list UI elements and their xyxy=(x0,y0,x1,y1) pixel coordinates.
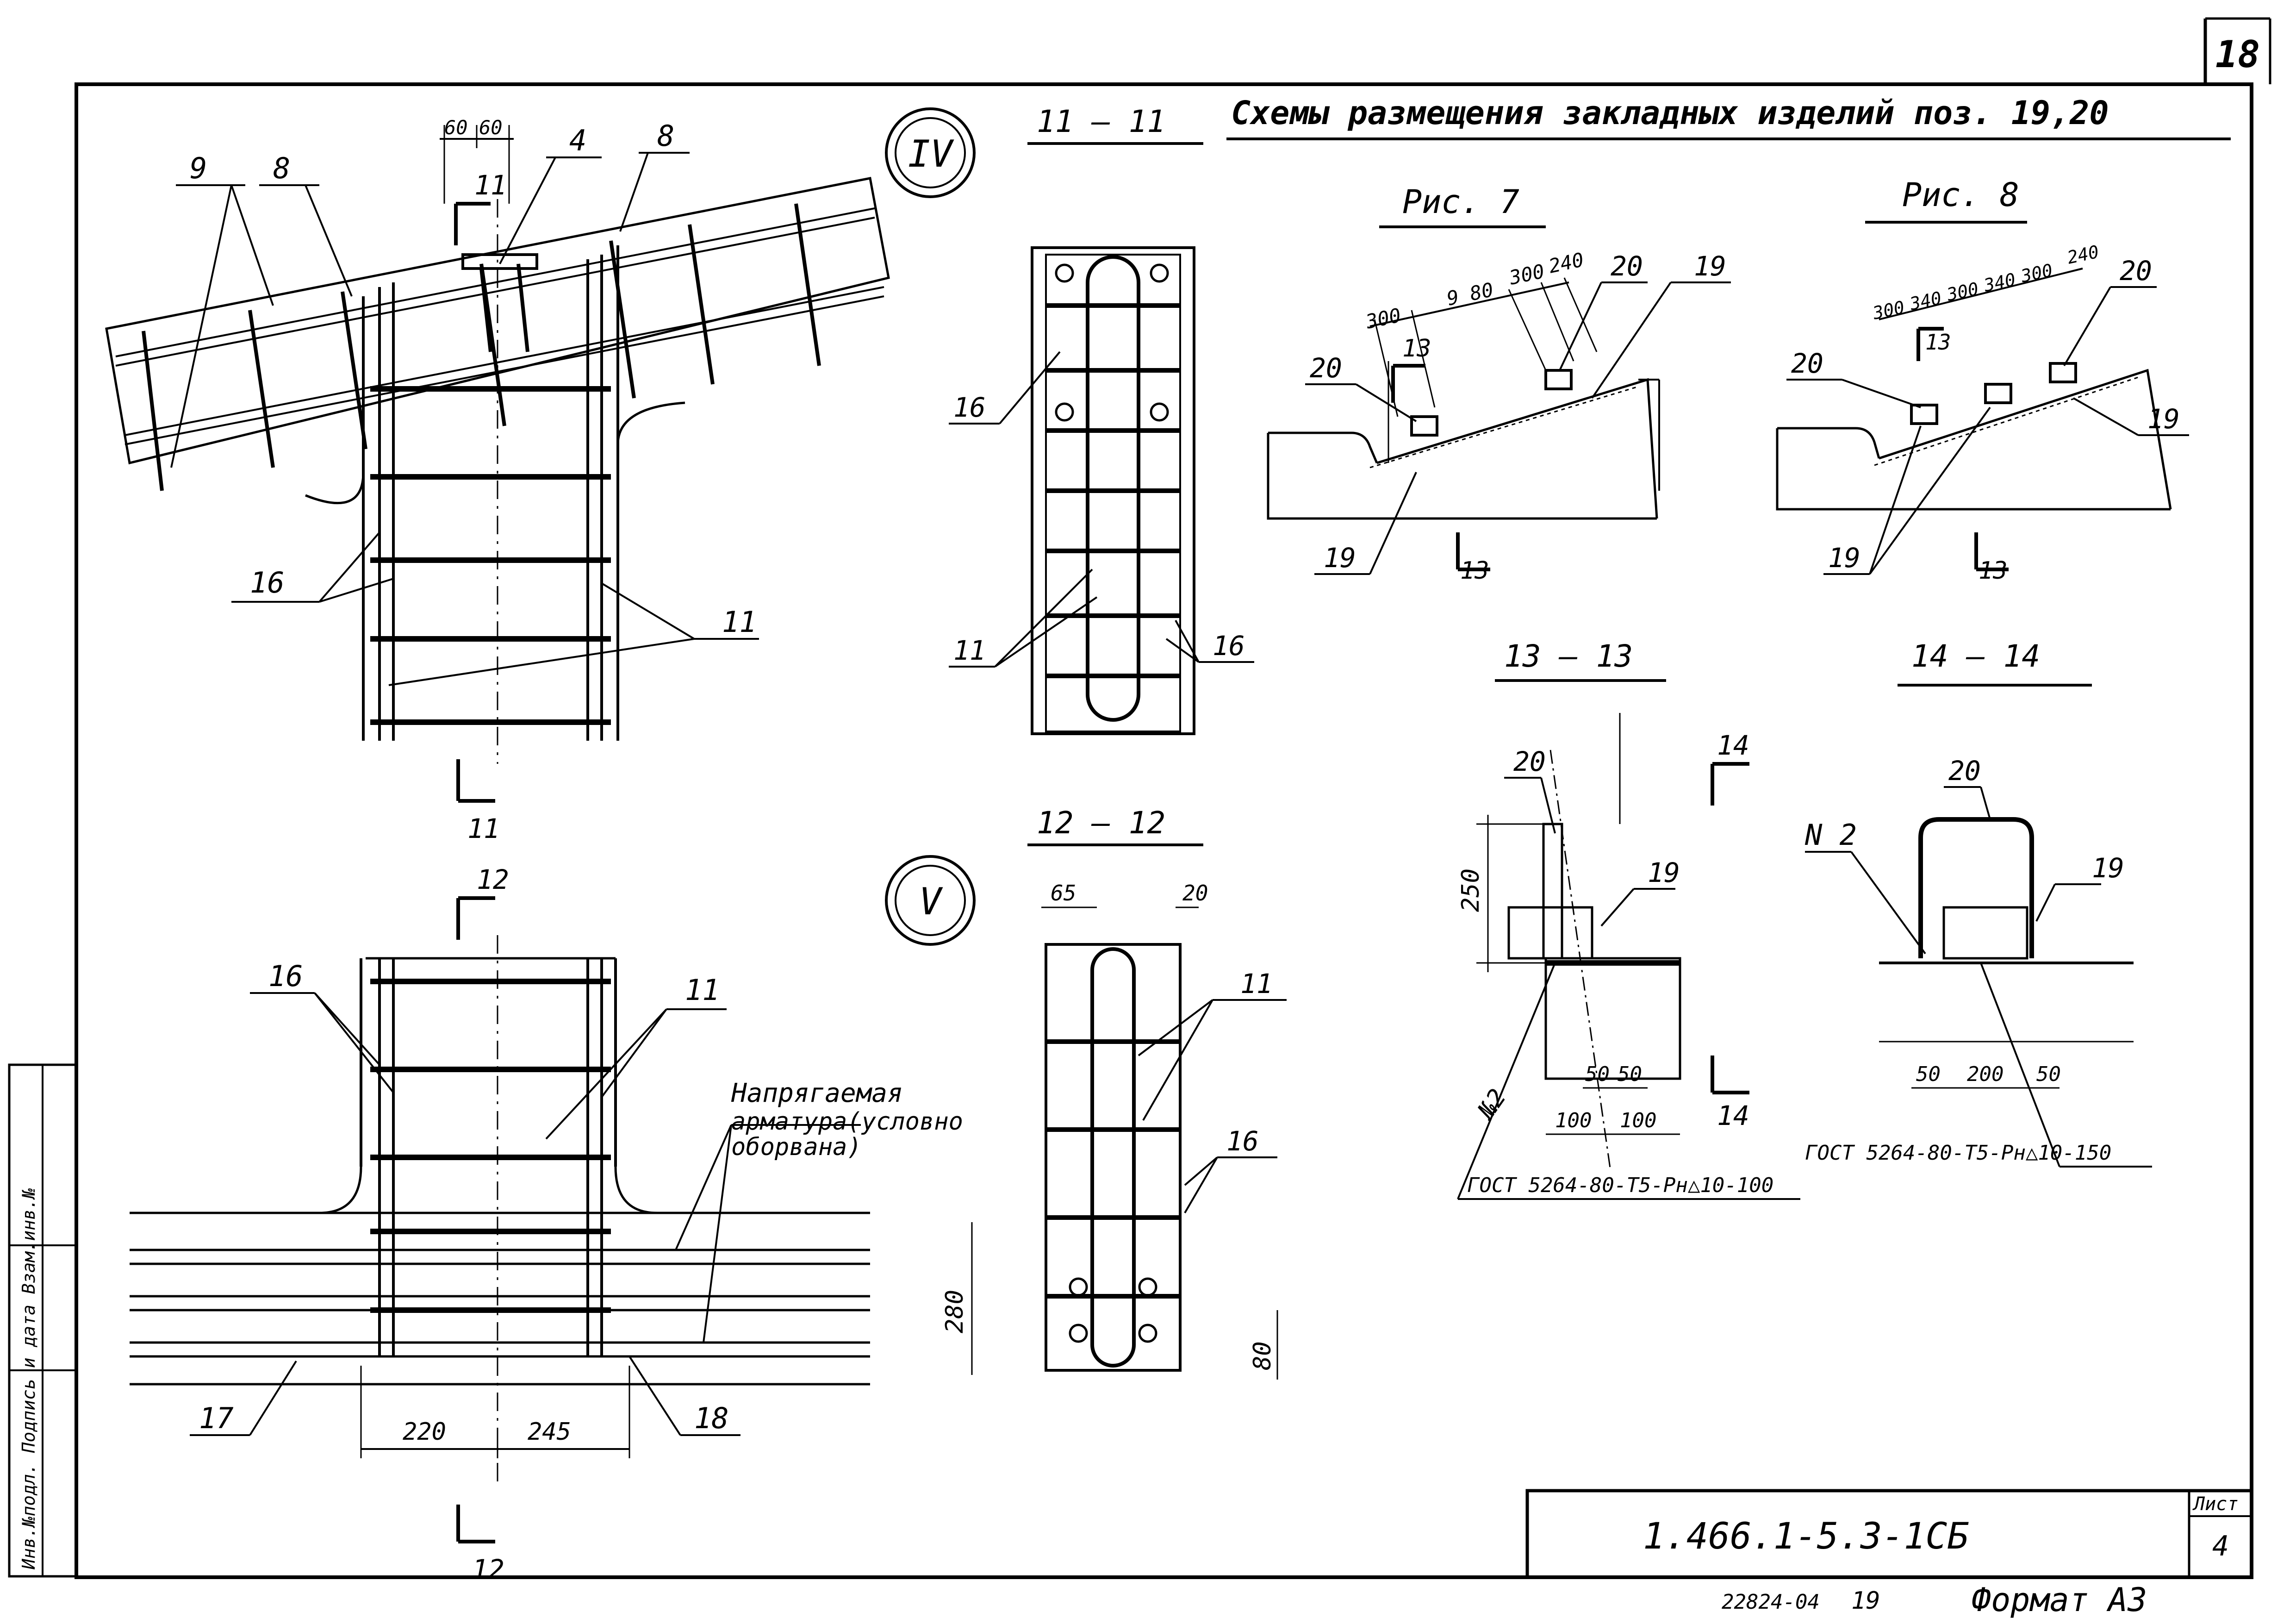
label-8-left: 8 xyxy=(273,151,290,185)
sec13-label-19: 19 xyxy=(1648,857,1680,888)
node-v-drawing: 12 12 220 245 16 11 17 18 Напрягаемая ар… xyxy=(130,864,963,1585)
section-14-drawing: 14 — 14 50 200 50 20 19 N 2 ГОСТ 5264-80… xyxy=(1804,638,2152,1168)
f8-dim-340b: 340 xyxy=(1982,269,2017,296)
sec11-label-11: 11 xyxy=(953,635,986,666)
f8-label-19a: 19 xyxy=(2147,403,2180,435)
section-11-title: 11 — 11 xyxy=(1037,104,1165,139)
label-16-v: 16 xyxy=(268,959,303,993)
dim-60b: 60 xyxy=(479,116,503,139)
label-9: 9 xyxy=(190,151,207,185)
f7-dim-300a: 300 xyxy=(1363,304,1403,333)
dim-60a: 60 xyxy=(444,116,468,139)
f7-dim-240: 240 xyxy=(1547,248,1586,278)
fig7-drawing: Рис. 7 300 9 80 300 240 13 13 20 xyxy=(1267,183,1731,585)
inner-frame xyxy=(75,82,2253,1579)
section-14-title: 14 — 14 xyxy=(1911,638,2040,674)
f8-label-20a: 20 xyxy=(1791,348,1823,379)
section-13-drawing: 13 — 13 250 50 50 100 100 14 14 20 19 №2… xyxy=(1457,638,1800,1200)
section-11-drawing: 11 — 11 16 11 16 xyxy=(949,104,1254,735)
footer-number: 22824-04 xyxy=(1722,1590,1820,1614)
sheet-number: 18 xyxy=(2215,33,2260,76)
title-block: 1.466.1-5.3-1СБ Лист 4 xyxy=(1525,1489,2253,1579)
f8-dim-300a: 300 xyxy=(1871,297,1906,324)
dim-50d: 50 xyxy=(2036,1062,2061,1086)
sec14-label-19: 19 xyxy=(2092,852,2124,884)
dim-20: 20 xyxy=(1182,881,1208,906)
section-12-title: 12 — 12 xyxy=(1037,805,1165,841)
dim-50a: 50 xyxy=(1585,1062,1610,1086)
sec12-label-16: 16 xyxy=(1226,1125,1259,1157)
label-18: 18 xyxy=(694,1401,729,1435)
sec11-label-16a: 16 xyxy=(953,392,986,423)
weld-no2: №2 xyxy=(1471,1084,1512,1125)
section-12-drawing: 12 — 12 65 20 280 80 11 16 xyxy=(941,805,1287,1380)
footer-page: 19 xyxy=(1851,1587,1880,1615)
f7-label-20a: 20 xyxy=(1310,352,1342,384)
f7-label-19a: 19 xyxy=(1694,250,1726,282)
sec12-mark-bottom: 12 xyxy=(472,1554,504,1585)
sec11-mark-top: 11 xyxy=(474,169,507,201)
f7-sec13-bottom: 13 xyxy=(1460,557,1489,585)
dim-65: 65 xyxy=(1051,881,1076,906)
section-13-title: 13 — 13 xyxy=(1504,638,1633,674)
f7-label-19b: 19 xyxy=(1324,542,1356,574)
label-8-right: 8 xyxy=(657,119,674,153)
node-v-marker: V xyxy=(919,880,943,923)
sec12-label-11: 11 xyxy=(1240,968,1273,999)
sheet-value: 4 xyxy=(2212,1530,2229,1562)
prestressed-label-2: арматура(условно xyxy=(731,1108,963,1136)
f8-dim-340a: 340 xyxy=(1908,287,1943,314)
sec14-label-20: 20 xyxy=(1948,755,1981,787)
fig7-title: Рис. 7 xyxy=(1402,183,1519,221)
label-11-iv: 11 xyxy=(722,605,757,639)
sec13-label-20: 20 xyxy=(1513,746,1546,777)
sec12-mark-top: 12 xyxy=(477,864,509,895)
fig8-title: Рис. 8 xyxy=(1902,176,2019,214)
sheet-label: Лист xyxy=(2192,1493,2238,1515)
node-iv-drawing: 11 11 60 60 9 8 4 8 16 11 xyxy=(105,116,890,844)
prestressed-label-1: Напрягаемая xyxy=(731,1078,903,1108)
f8-sec13-bottom: 13 xyxy=(1979,557,2008,585)
f8-dim-300c: 300 xyxy=(2019,260,2054,287)
f8-label-20b: 20 xyxy=(2120,255,2152,287)
dim-250: 250 xyxy=(1457,868,1485,912)
dim-220: 220 xyxy=(403,1418,446,1446)
label-16-iv: 16 xyxy=(250,566,285,600)
dim-50b: 50 xyxy=(1618,1062,1642,1086)
label-4: 4 xyxy=(569,124,586,157)
fig8-drawing: Рис. 8 300 340 300 340 300 240 13 13 20 … xyxy=(1776,176,2189,585)
node-iv-marker: IV xyxy=(908,132,954,175)
dim-100b: 100 xyxy=(1620,1109,1656,1132)
drawing-code: 1.466.1-5.3-1СБ xyxy=(1643,1516,1969,1557)
sec14-mark-top: 14 xyxy=(1717,730,1749,761)
f8-dim-300b: 300 xyxy=(1945,278,1980,305)
dim-50c: 50 xyxy=(1916,1062,1941,1086)
dim-80: 80 xyxy=(1249,1341,1276,1370)
sec14-mark-bottom: 14 xyxy=(1717,1100,1749,1131)
label-11-v: 11 xyxy=(685,973,720,1007)
f8-sec13-top: 13 xyxy=(1925,330,1951,355)
dim-245: 245 xyxy=(528,1418,571,1446)
sec11-label-16b: 16 xyxy=(1213,630,1245,662)
prestressed-label-3: оборвана) xyxy=(731,1133,862,1161)
format-label: Формат А3 xyxy=(1972,1581,2147,1619)
gost-13: ГОСТ 5264-80-Т5-Рн△10-100 xyxy=(1467,1174,1773,1197)
label-17: 17 xyxy=(199,1401,234,1435)
f7-dim-980: 9 80 xyxy=(1445,278,1495,310)
f7-label-20b: 20 xyxy=(1611,250,1643,282)
dim-100a: 100 xyxy=(1555,1109,1592,1132)
f7-dim-300b: 300 xyxy=(1507,260,1546,289)
dim-280: 280 xyxy=(941,1290,969,1333)
f8-dim-240: 240 xyxy=(2066,241,2101,268)
side-stamp-text: Инв.№подл. Подпись и дата Взам.инв.№ xyxy=(19,1188,39,1570)
page-title: Схемы размещения закладных изделий поз. … xyxy=(1231,94,2109,132)
f7-sec13-top: 13 xyxy=(1402,335,1431,362)
dim-200: 200 xyxy=(1967,1062,2004,1086)
sec11-mark-bottom: 11 xyxy=(467,813,500,844)
f8-label-19b: 19 xyxy=(1828,542,1860,574)
gost-14: ГОСТ 5264-80-Т5-Рн△10-150 xyxy=(1805,1141,2111,1165)
weld-n2: N 2 xyxy=(1804,818,1857,852)
